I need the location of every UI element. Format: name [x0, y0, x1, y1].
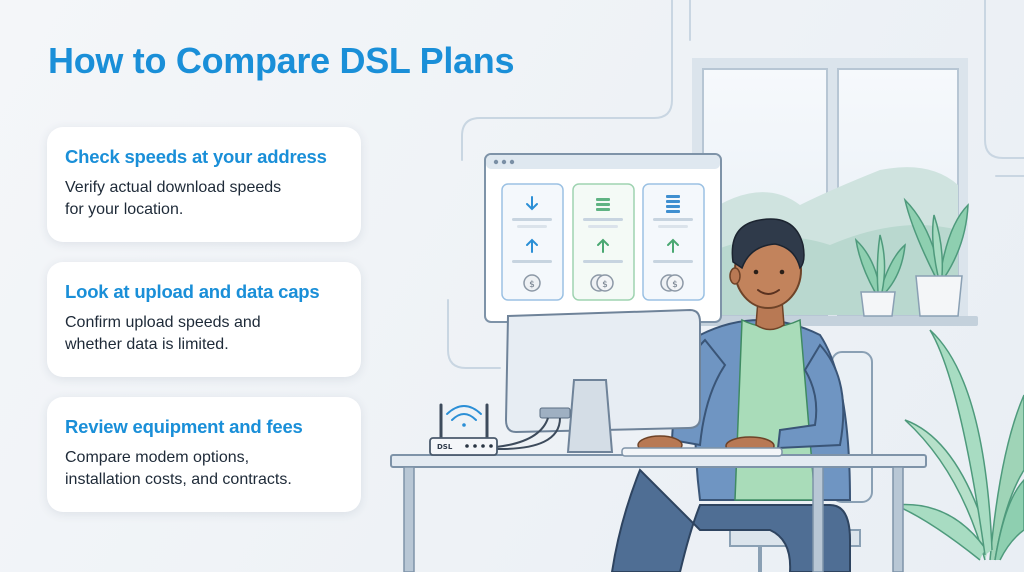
tip-card-upload-caps: Look at upload and data caps Confirm upl…: [47, 262, 361, 377]
page-title: How to Compare DSL Plans: [48, 40, 515, 81]
tip-card-heading: Check speeds at your address: [65, 146, 327, 167]
dollar-coin-icon: [666, 274, 684, 292]
tip-card-body: Confirm upload speeds and whether data i…: [65, 312, 343, 356]
plan-column-3: $: [642, 183, 705, 301]
router-label: DSL: [437, 443, 453, 451]
plan-comparison-screen: $ $: [484, 153, 722, 323]
tip-card-equipment-fees: Review equipment and fees Compare modem …: [47, 397, 361, 512]
tip-card-heading: Look at upload and data caps: [65, 281, 320, 302]
dsl-router: DSL: [429, 403, 498, 456]
wifi-icon: [446, 405, 482, 427]
tip-card-body-line: Confirm upload speeds and: [65, 314, 261, 331]
desk: [390, 454, 927, 572]
tip-card-body: Verify actual download speeds for your l…: [65, 177, 343, 221]
svg-text:$: $: [672, 280, 678, 290]
tip-card-body-line: for your location.: [65, 201, 184, 218]
floor-plant: [894, 329, 1024, 561]
potted-plants: [854, 197, 969, 317]
tip-card-body-line: whether data is limited.: [65, 336, 229, 353]
svg-text:$: $: [602, 280, 608, 290]
dollar-coin-icon: [596, 274, 614, 292]
tip-card-body: Compare modem options, installation cost…: [65, 447, 343, 491]
decorative-lines: [447, 0, 1024, 369]
upload-arrow-icon: [597, 238, 609, 253]
plan-column-2: $: [572, 183, 635, 301]
tip-card-speeds: Check speeds at your address Verify actu…: [47, 127, 361, 242]
svg-text:$: $: [529, 280, 535, 290]
desktop-monitor: [504, 308, 701, 453]
upload-arrow-icon: [667, 238, 679, 253]
tip-card-body-line: Verify actual download speeds: [65, 179, 282, 196]
stacked-bars-icon: [596, 198, 610, 211]
keyboard: [621, 447, 783, 457]
tip-card-body-line: installation costs, and contracts.: [65, 471, 292, 488]
upload-arrow-icon: [526, 238, 538, 253]
plan-column-1: $: [501, 183, 564, 301]
dollar-coin-icon: [523, 274, 541, 292]
tip-card-heading: Review equipment and fees: [65, 416, 303, 437]
tip-card-body-line: Compare modem options,: [65, 449, 250, 466]
download-arrow-icon: [526, 196, 538, 211]
stacked-bars-icon: [666, 195, 680, 213]
